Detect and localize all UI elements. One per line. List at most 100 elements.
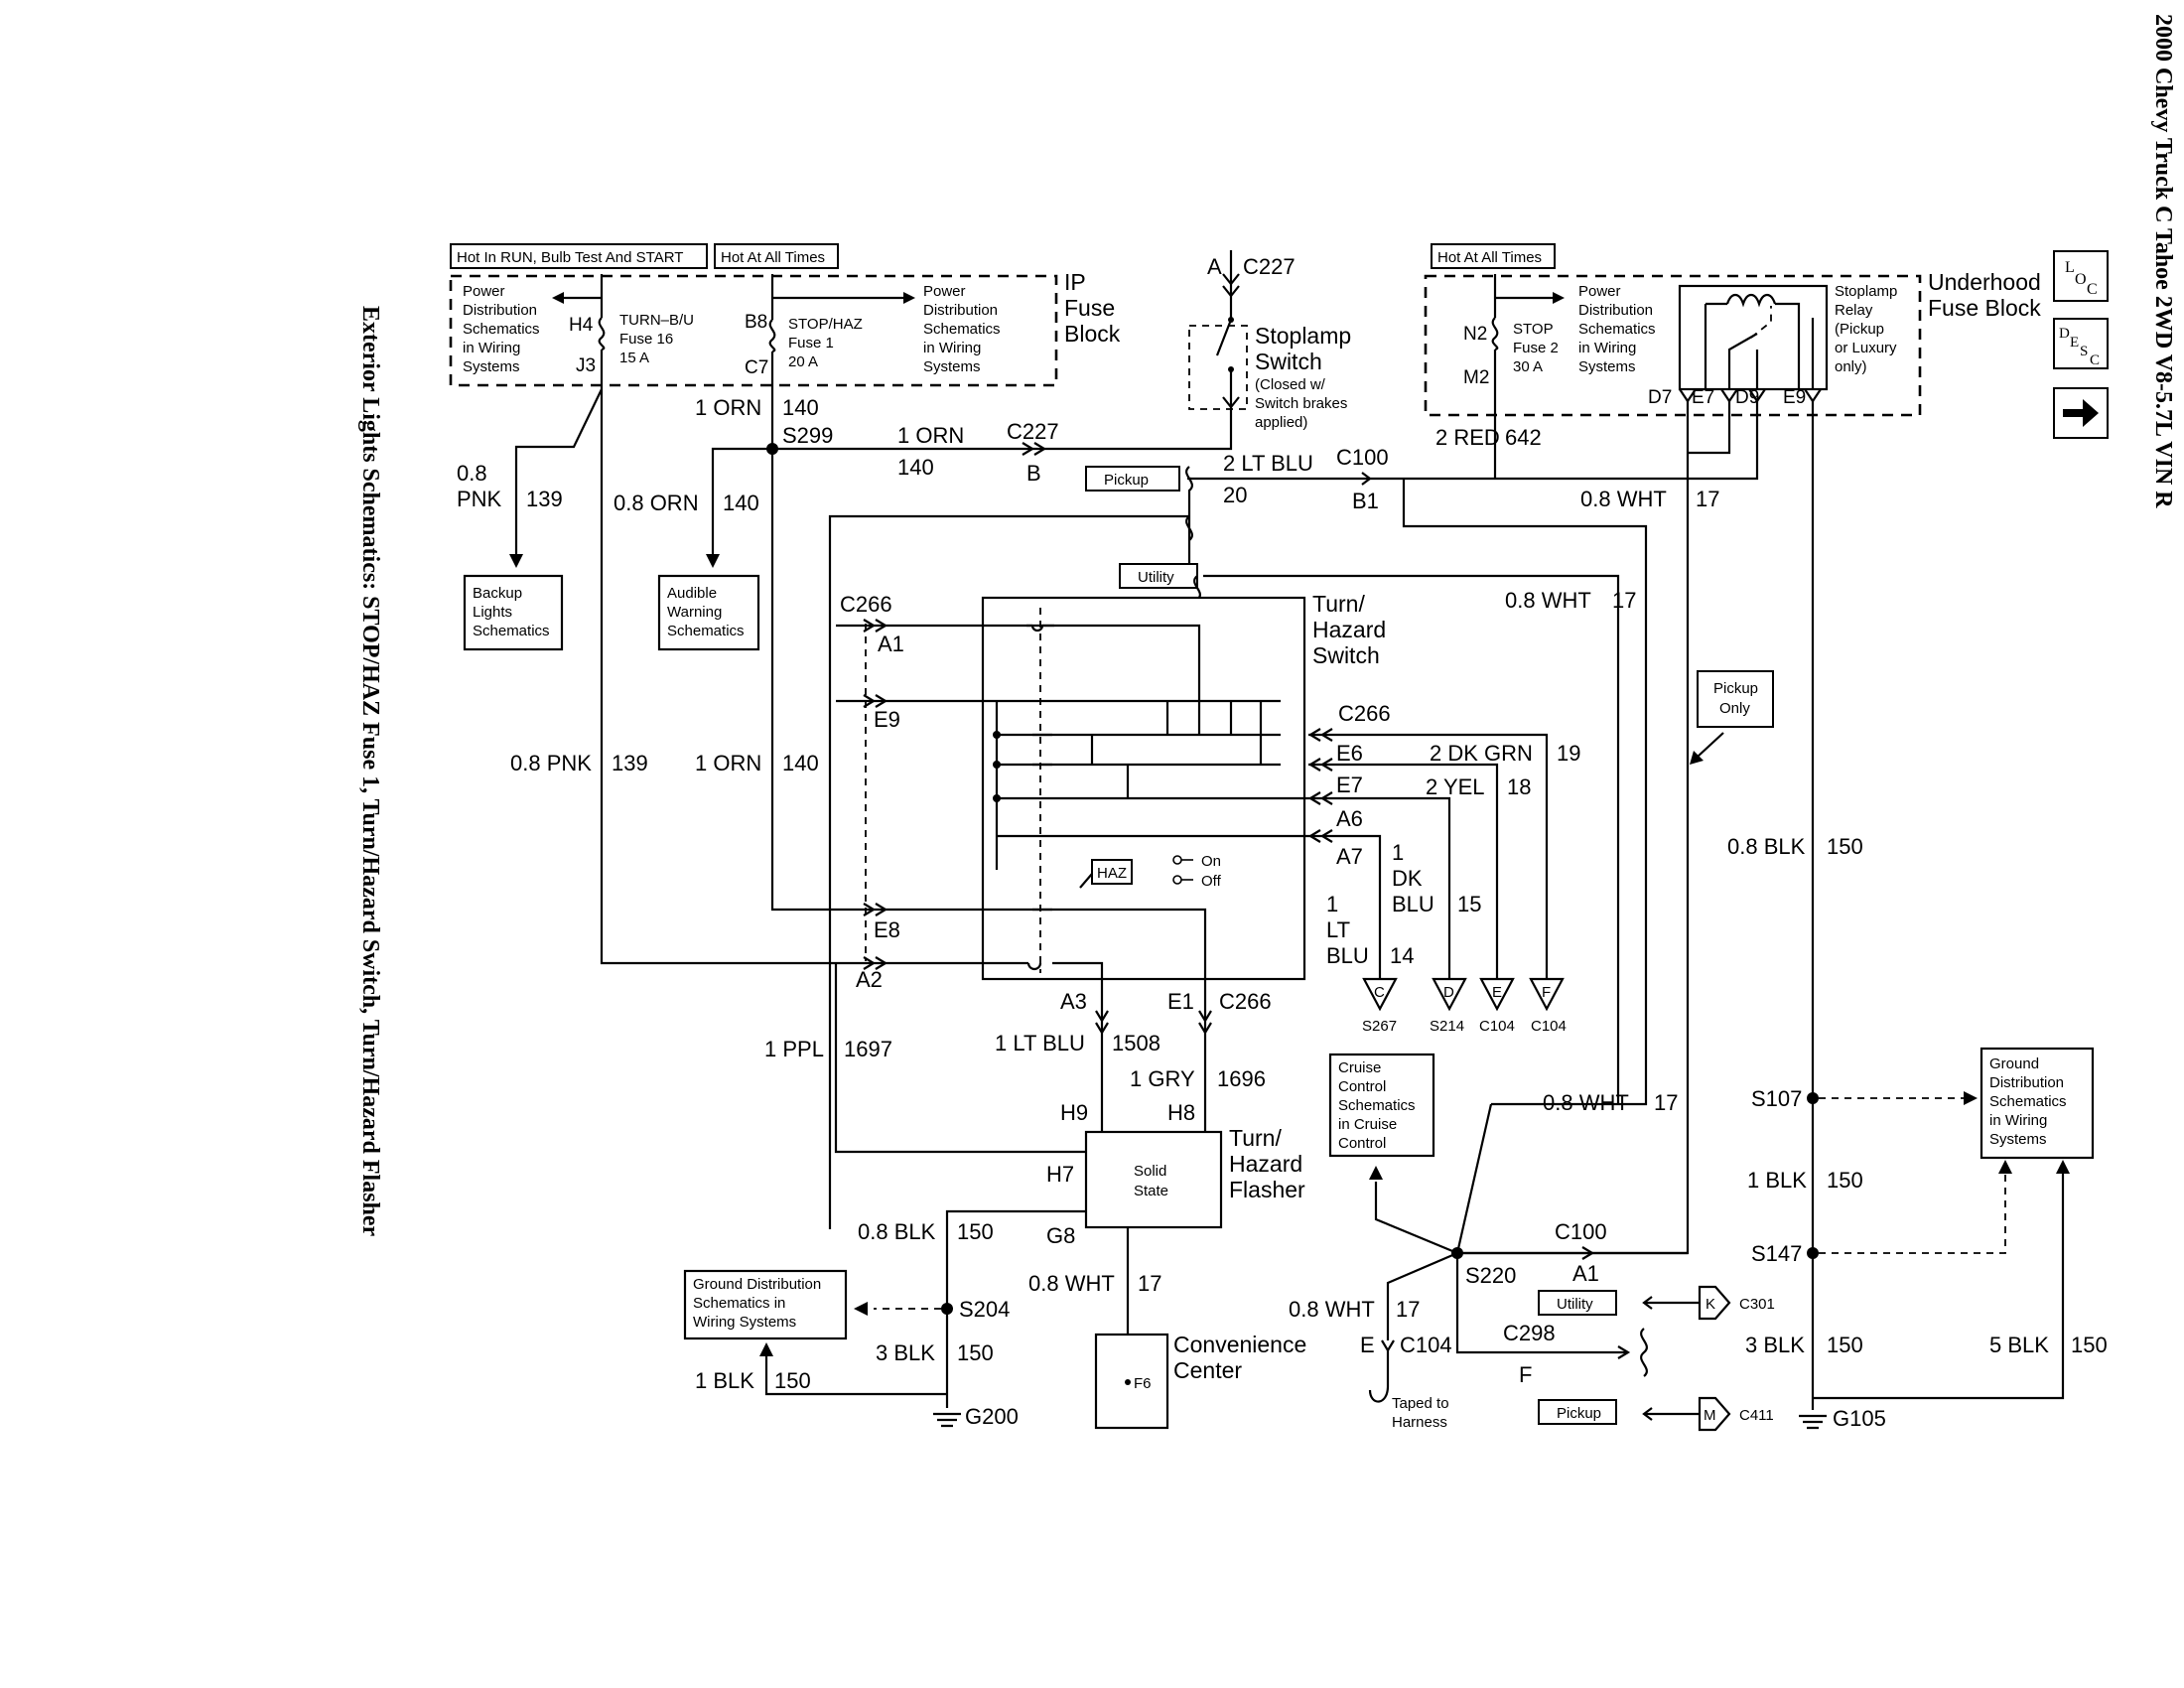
pin-b8: B8 <box>745 312 767 333</box>
pin-g8: G8 <box>1046 1223 1075 1248</box>
header-run-label: Hot In RUN, Bulb Test And START <box>457 249 683 266</box>
wire-ltblu14-color-2: LT <box>1326 917 1350 942</box>
conn-c100-label: C100 <box>1336 445 1389 470</box>
pin-a1: A1 <box>878 632 904 656</box>
pin-h4: H4 <box>569 315 594 336</box>
ip-fuse-block-name-2: Fuse <box>1064 295 1115 321</box>
wire-ppl1697 <box>834 963 1086 1154</box>
turnhaz-title-3: Switch <box>1312 642 1380 668</box>
pin-n2: N2 <box>1463 324 1487 345</box>
wire-wht17-b-num: 17 <box>1612 588 1636 613</box>
pin-d9: D9 <box>1735 387 1759 408</box>
pickup-only-arrowhead <box>1690 751 1704 765</box>
terminal-k-letter: K <box>1706 1296 1715 1313</box>
fuse2-name: STOP <box>1513 321 1554 338</box>
ground-right-ref-3: Schematics <box>1989 1093 2067 1110</box>
wire-orn140-aw <box>711 447 772 556</box>
ip-pdist-mid-arrowhead <box>903 292 915 304</box>
pin-e1: E1 <box>1167 989 1194 1014</box>
conn-c100b-symbol <box>1581 1246 1595 1260</box>
wire-orn140-top-num: 140 <box>782 395 819 420</box>
conn-e-symbol <box>1381 1339 1395 1353</box>
cc-title-2: Center <box>1173 1357 1242 1383</box>
wire-red642-num: 642 <box>1505 425 1542 450</box>
ip-fuse-block-name-3: Block <box>1064 321 1121 347</box>
conn-c266-top: C266 <box>840 592 892 617</box>
switch-a6-a7-wires <box>1056 796 1308 838</box>
cc-pin-label: F6 <box>1134 1375 1152 1392</box>
pin-h8: H8 <box>1167 1100 1195 1125</box>
svg-text:S: S <box>2080 344 2088 359</box>
svg-text:O: O <box>2075 271 2087 288</box>
stoplamp-relay-box <box>1678 284 1829 391</box>
wire-e8 <box>836 908 1207 1138</box>
stoplamp-switch-outline <box>1188 325 1248 410</box>
taped-wire <box>1368 1350 1390 1403</box>
fuse16-name: TURN–B/U <box>619 312 694 329</box>
wire-wht17-cc-color: 0.8 WHT <box>1028 1271 1115 1296</box>
conn-e1-symbol <box>1198 1010 1212 1036</box>
wire-gry1696-num: 1696 <box>1217 1066 1266 1091</box>
pickup-only-2: Only <box>1719 700 1750 717</box>
terminal-c-letter: C <box>1374 984 1385 1001</box>
wire-orn140-low <box>770 449 836 912</box>
ground-g200-icon <box>933 1412 961 1428</box>
conn-a1-symbol <box>863 619 888 633</box>
wire-blk150-g8 <box>945 1209 1086 1408</box>
wire-wht17-d-color: 0.8 WHT <box>1289 1297 1375 1322</box>
svg-text:E: E <box>2070 335 2079 351</box>
ground-g105-label: G105 <box>1833 1406 1886 1431</box>
wire-blk150-r5-color: 5 BLK <box>1989 1333 2049 1357</box>
km-symbols <box>1642 1296 1653 1421</box>
s204-arrowhead <box>854 1302 868 1316</box>
conn-c227-b-pin: B <box>1026 461 1041 486</box>
desc-button[interactable]: D E S C <box>2053 318 2109 369</box>
wire-dkgrn19 <box>1308 733 1549 979</box>
pin-e7-switch: E7 <box>1336 773 1363 797</box>
switch-contact-a2 <box>1026 962 1042 971</box>
terminal-d-label: S214 <box>1430 1018 1464 1035</box>
wire-pnk139-main <box>600 389 836 965</box>
pickup-tag-2-label: Pickup <box>1557 1405 1601 1422</box>
pin-d7: D7 <box>1648 387 1672 408</box>
wire-wht17-d-num: 17 <box>1396 1297 1420 1322</box>
fuse2-number: Fuse 2 <box>1513 340 1559 356</box>
ip-pdist-left-arrowhead <box>552 292 564 304</box>
wire-cruise <box>1374 1182 1458 1255</box>
terminal-m <box>1698 1396 1731 1432</box>
blk150-r5-arrowhead <box>2056 1160 2070 1174</box>
relay-label-2: Relay <box>1835 302 1873 319</box>
haz-pointer <box>1079 873 1093 889</box>
splice-s204 <box>941 1303 953 1315</box>
loc-button[interactable]: L O C <box>2053 250 2109 302</box>
pin-h7: H7 <box>1046 1162 1074 1187</box>
cruise-ref-1: Cruise <box>1338 1059 1381 1076</box>
relay-coil-wire <box>1706 302 1801 389</box>
wire-yel18-num: 18 <box>1507 774 1531 799</box>
pickup-tag-1 <box>1085 466 1180 492</box>
wire-a2 <box>836 961 1104 1138</box>
pickup-tag-2 <box>1538 1399 1617 1425</box>
terminal-e-letter: E <box>1492 984 1502 1001</box>
wire-red642-color: 2 RED <box>1435 425 1500 450</box>
conn-f-pin: F <box>1519 1362 1532 1387</box>
header-run-box <box>450 243 708 269</box>
fuse16-number: Fuse 16 <box>619 331 673 348</box>
relay-label-4: or Luxury <box>1835 340 1897 356</box>
wire-pnk139-low-num: 139 <box>612 751 648 775</box>
wire-dkblu15-num: 15 <box>1457 892 1481 916</box>
terminal-m-letter: M <box>1704 1407 1716 1424</box>
ip-pdist-left-3: Schematics <box>463 321 540 338</box>
ip-pdist-mid-1: Power <box>923 283 966 300</box>
ip-pdist-left-2: Distribution <box>463 302 537 319</box>
conn-c227-b-symbol <box>1022 442 1047 456</box>
wire-dkgrn19-num: 19 <box>1557 741 1580 766</box>
wire-blk150-1-num: 150 <box>774 1368 811 1393</box>
next-page-button[interactable] <box>2053 387 2109 439</box>
ltblu20-bend <box>1185 466 1193 580</box>
wire-ltblu14-color-3: BLU <box>1326 943 1369 968</box>
wire-pnk139-top-color-2: PNK <box>457 487 502 511</box>
turnhaz-title-1: Turn/ <box>1312 591 1365 617</box>
s147-arrowhead <box>1998 1160 2012 1174</box>
ip-fuse-block-outline <box>449 274 1058 387</box>
